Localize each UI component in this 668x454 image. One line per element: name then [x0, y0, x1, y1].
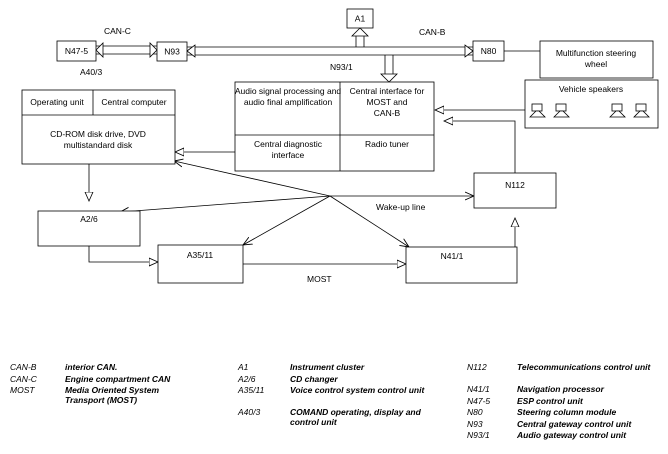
legend-key: N80 — [467, 407, 483, 417]
a40-3-label: A40/3 — [80, 67, 102, 77]
a1-box — [346, 8, 374, 29]
can-c-arrow-left — [95, 42, 104, 58]
legend-value: ESP control unit — [517, 395, 583, 406]
can-b-arrow-right — [464, 44, 474, 58]
can-b-arrow-left — [186, 44, 196, 58]
n47-5-box — [56, 40, 97, 62]
legend-value: Media Oriented System Transport (MOST) — [65, 385, 160, 405]
speaker-icon — [609, 103, 626, 118]
speaker-icon — [633, 103, 650, 118]
legend-value: Engine compartment CAN — [65, 373, 171, 384]
a2-6-box — [37, 210, 141, 247]
legend-key: A2/6 — [238, 373, 256, 384]
legend-key: A1 — [238, 362, 249, 372]
n80-label: N80 — [481, 46, 497, 56]
legend-value: Central gateway control unit — [517, 418, 632, 429]
legend-value: COMAND operating, display and control un… — [290, 407, 421, 427]
a1-arrow — [351, 27, 369, 37]
most-label: MOST — [307, 274, 332, 284]
n80-box — [472, 40, 505, 62]
n47-5-label: N47-5 — [65, 46, 88, 56]
wakeup-to-a3511-line — [243, 195, 331, 245]
legend-key: MOST — [10, 385, 35, 395]
n931-arrow — [380, 73, 398, 83]
can-c-arrow-right — [149, 42, 158, 58]
legend-value: Voice control system control unit — [290, 385, 425, 395]
a26-to-a3511-line — [88, 246, 158, 262]
can-b-label: CAN-B — [419, 27, 446, 37]
legend-key: A40/3 — [238, 407, 261, 417]
legend-key: N41/1 — [467, 384, 490, 394]
legend-key: CAN-B — [10, 362, 37, 372]
a2-6-label: A2/6 — [80, 214, 98, 224]
connection-lines — [88, 27, 540, 264]
comand-box — [21, 89, 176, 165]
wakeup-to-n411-line — [329, 195, 409, 247]
speaker-icons — [529, 103, 650, 118]
speaker-icon — [529, 103, 546, 118]
legend-key: N112 — [467, 362, 487, 372]
n112-to-center-line — [444, 121, 516, 173]
legend-key: N93/1 — [467, 430, 490, 440]
can-c-label: CAN-C — [104, 26, 131, 36]
radio-tuner-label: Radio tuner — [365, 139, 409, 149]
legend-value: interior CAN. — [65, 362, 118, 372]
operating-unit-label: Operating unit — [30, 97, 84, 107]
legend-key: A35/11 — [238, 385, 265, 395]
legend-key: N47-5 — [467, 395, 491, 406]
a35-11-label: A35/11 — [187, 250, 214, 260]
legend-key: CAN-C — [10, 373, 37, 384]
legend-value: Navigation processor — [517, 384, 604, 394]
audio-gateway-box — [234, 81, 435, 172]
legend-value: Audio gateway control unit — [517, 430, 627, 440]
a35-11-box — [157, 244, 244, 284]
legend-value: Telecommunications control unit — [517, 362, 651, 372]
n112-box — [473, 172, 557, 209]
wakeup-to-cdrom-line — [174, 161, 331, 197]
wakeup-to-a26-line — [120, 195, 331, 212]
n112-label: N112 — [505, 180, 525, 190]
central-computer-label: Central computer — [101, 97, 166, 107]
speaker-icon — [553, 103, 570, 118]
n41-1-box — [405, 246, 518, 284]
legend-value: Instrument cluster — [290, 362, 365, 372]
legend-key: N93 — [467, 418, 483, 429]
steering-wheel-box — [539, 40, 654, 79]
legend-value: CD changer — [290, 373, 338, 384]
vehicle-speakers-label: Vehicle speakers — [559, 84, 623, 94]
n93-label: N93 — [164, 47, 180, 57]
n41-1-label: N41/1 — [441, 251, 464, 261]
n93-box — [156, 41, 188, 62]
wakeup-line-label: Wake-up line — [376, 202, 426, 212]
a1-label: A1 — [355, 14, 366, 24]
legend-value: Steering column module — [517, 407, 617, 417]
n93-1-label: N93/1 — [330, 62, 353, 72]
